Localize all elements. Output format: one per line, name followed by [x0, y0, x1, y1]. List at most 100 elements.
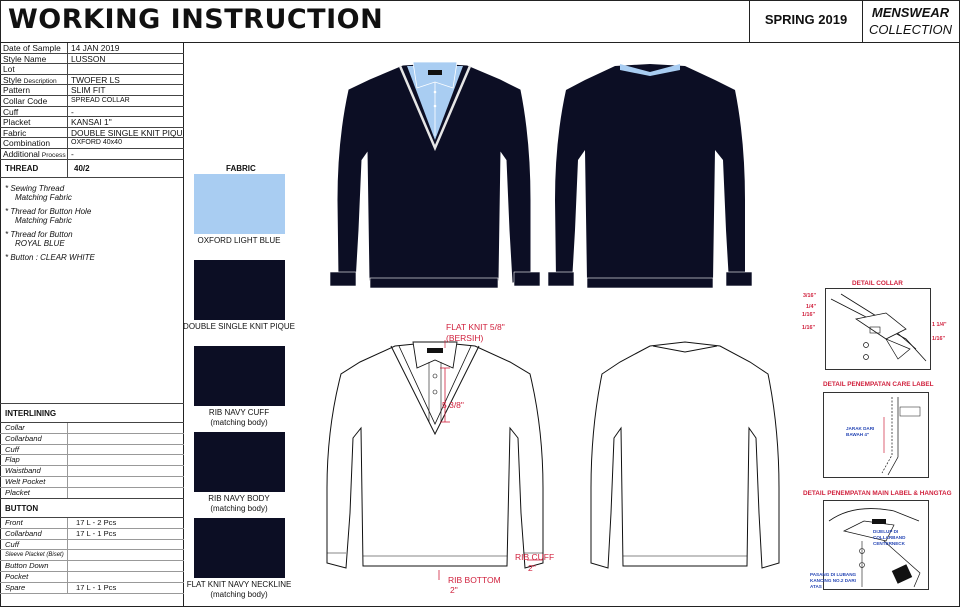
thread-note-sub: Matching Fabric: [15, 216, 72, 226]
spec-key: Pattern: [0, 85, 68, 95]
outline-button: [432, 389, 438, 395]
interlining-key: Collar: [0, 423, 68, 433]
callout-rib-cuff: RIB CUFF: [515, 552, 555, 562]
detail-care-drawing: [881, 397, 921, 476]
v-neck-trim: [398, 65, 472, 152]
fabric-swatch: [194, 432, 285, 492]
interlining-key: Collarband: [0, 433, 68, 444]
season-label: SPRING 2019: [764, 12, 848, 27]
detail-collar-title: DETAIL COLLAR: [852, 280, 903, 287]
main-label-note-4: PASANG DI LUBANG: [810, 572, 857, 577]
spec-key: Fabric: [0, 127, 68, 138]
interlining-value: [68, 434, 184, 444]
spec-value: OXFORD 40x40: [71, 139, 122, 147]
spec-key: Placket: [0, 117, 68, 127]
collar-measure-1: 3/16": [803, 293, 817, 299]
button-key: Collarband: [0, 528, 68, 539]
back-sweater-outline: [590, 341, 780, 569]
fabric-swatch-label: FLAT KNIT NAVY NECKLINE(matching body): [186, 580, 292, 599]
interlining-key: Waistband: [0, 466, 68, 476]
interlining-heading: INTERLINING: [0, 403, 184, 423]
header-divider-v: [862, 0, 863, 42]
button-row: Sleeve Placket (Biset): [0, 550, 184, 562]
interlining-key: Cuff: [0, 444, 68, 455]
header-divider: [0, 42, 960, 43]
button-value: 17 L - 2 Pcs: [76, 518, 117, 527]
collection-line-2: COLLECTION: [868, 22, 953, 37]
button-row: Collarband 17 L - 1 Pcs: [0, 528, 184, 540]
fabric-swatch: [194, 518, 285, 578]
collar-label: [428, 70, 442, 75]
collection-line-1: MENSWEAR: [871, 5, 950, 20]
rib-bottom: [369, 277, 499, 289]
callout-placket-length: 5 3/8": [442, 400, 464, 410]
outline-collar: [412, 341, 458, 369]
spec-value: SPREAD COLLAR: [71, 96, 130, 104]
interlining-row: Flap: [0, 455, 184, 467]
interlining-row: Collar: [0, 423, 184, 434]
button-value: [68, 572, 184, 582]
interlining-key: Welt Pocket: [0, 476, 68, 487]
fabric-swatch-label: OXFORD LIGHT BLUE: [197, 236, 281, 245]
button-value: [68, 561, 184, 571]
fabric-swatch-label: DOUBLE SINGLE KNIT PIQUE: [183, 322, 295, 331]
button-dot: [433, 90, 437, 94]
spec-key: Style Name: [0, 53, 68, 64]
outline-back-collar: [652, 345, 718, 353]
spec-value: DOUBLE SINGLE KNIT PIQUE: [71, 127, 184, 138]
main-label-note-3: CENTERNECK: [873, 541, 905, 546]
main-label-note-1: DIJELUP DI: [873, 529, 899, 534]
spec-key: Combination: [0, 138, 68, 148]
button-value: [68, 540, 184, 550]
detail-collar-box: [825, 288, 931, 370]
spec-value: [68, 64, 184, 74]
spec-value: LUSSON: [71, 53, 106, 64]
spec-key: Lot: [0, 64, 68, 74]
button-value: [68, 550, 184, 560]
button-row: Pocket: [0, 571, 184, 583]
detail-main-label-drawing: [828, 508, 921, 588]
button-value: 17 L - 1 Pcs: [76, 528, 117, 538]
interlining-row: Placket: [0, 487, 184, 499]
detail-care-title: DETAIL PENEMPATAN CARE LABEL: [823, 381, 934, 388]
button-key: Pocket: [0, 571, 68, 582]
outline-v-neck-inner: [398, 345, 472, 425]
thread-note-title: * Sewing Thread: [5, 183, 65, 193]
interlining-value: [68, 423, 184, 433]
button-row: Button Down: [0, 561, 184, 572]
page-title: WORKING INSTRUCTION: [8, 4, 384, 35]
thread-label: THREAD: [0, 159, 68, 177]
collar-measure-4: 1/16": [802, 325, 816, 331]
button-value: 17 L - 1 Pcs: [76, 582, 117, 592]
fabric-title: FABRIC: [226, 164, 256, 173]
fabric-swatch: [194, 346, 285, 406]
fabric-swatch: [194, 174, 285, 234]
button-key: Sleeve Placket (Biset): [0, 550, 68, 561]
detail-care-box: [823, 392, 929, 478]
interlining-row: Waistband: [0, 466, 184, 477]
back-rib-cuff-right: [725, 271, 753, 287]
button-key: Cuff: [0, 539, 68, 550]
thread-row: THREAD 40/2: [0, 159, 183, 178]
interlining-value: [68, 445, 184, 455]
front-sweater-outline: [326, 340, 544, 580]
care-note-2: BAWAH 4": [846, 432, 870, 437]
interlining-value: [68, 477, 184, 487]
back-rib-bottom: [586, 277, 714, 289]
back-collar: [620, 64, 680, 76]
spec-value: TWOFER LS: [71, 74, 120, 85]
callout-rib-bottom-size: 2": [450, 585, 458, 595]
